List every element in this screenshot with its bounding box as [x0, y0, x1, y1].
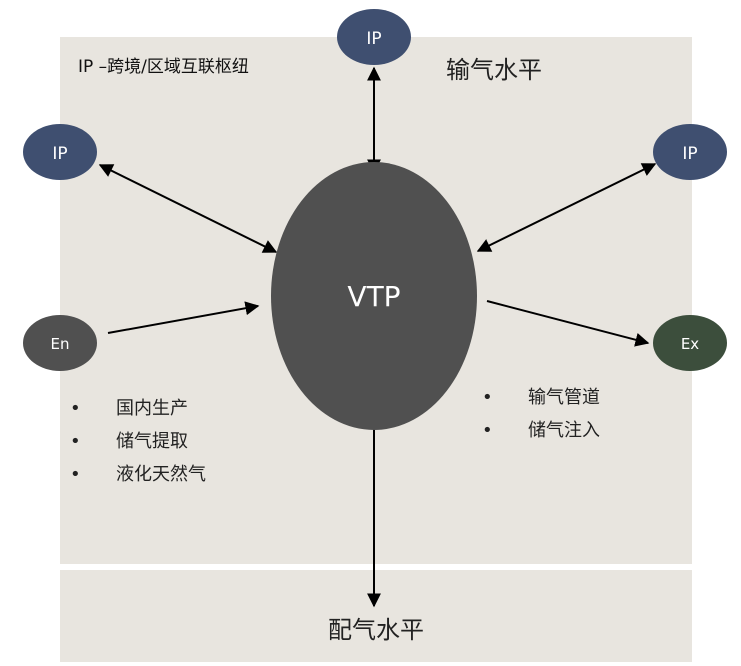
- bullet: •: [70, 398, 81, 419]
- exit-destination-list: • 输气管道 • 储气注入: [482, 387, 600, 441]
- distribution-level-label: 配气水平: [328, 616, 424, 644]
- bullet: •: [482, 420, 493, 441]
- vtp-label: VTP: [347, 280, 400, 313]
- entry-source-list: • 国内生产 • 储气提取 • 液化天然气: [70, 398, 206, 485]
- arrow-ip-right: [476, 163, 657, 252]
- bullet: •: [70, 464, 81, 485]
- ip-label: IP: [366, 29, 381, 49]
- bullet: •: [482, 387, 493, 408]
- bullet: •: [70, 431, 81, 452]
- arrow-ip-left: [98, 164, 278, 253]
- arrow-exit: [486, 300, 650, 347]
- list-item: 国内生产: [116, 398, 188, 419]
- ip-label: IP: [52, 144, 67, 164]
- ip-legend: IP –跨境/区域互联枢纽: [78, 57, 249, 77]
- list-item: 储气注入: [528, 420, 600, 441]
- distribution-level-panel: [60, 570, 692, 662]
- list-item: 输气管道: [528, 387, 600, 408]
- entry-label: En: [51, 335, 70, 353]
- exit-node: Ex: [653, 315, 727, 371]
- list-item: 储气提取: [116, 431, 188, 452]
- vtp-node: [271, 162, 477, 430]
- transmission-level-label: 输气水平: [446, 56, 542, 84]
- list-item: 液化天然气: [116, 464, 206, 485]
- entry-node: En: [23, 315, 97, 371]
- ip-label: IP: [682, 144, 697, 164]
- ip-node-right: IP: [653, 124, 727, 180]
- ip-node-top: IP: [337, 9, 411, 65]
- exit-label: Ex: [681, 335, 699, 353]
- ip-node-left: IP: [23, 124, 97, 180]
- arrow-entry: [107, 301, 260, 334]
